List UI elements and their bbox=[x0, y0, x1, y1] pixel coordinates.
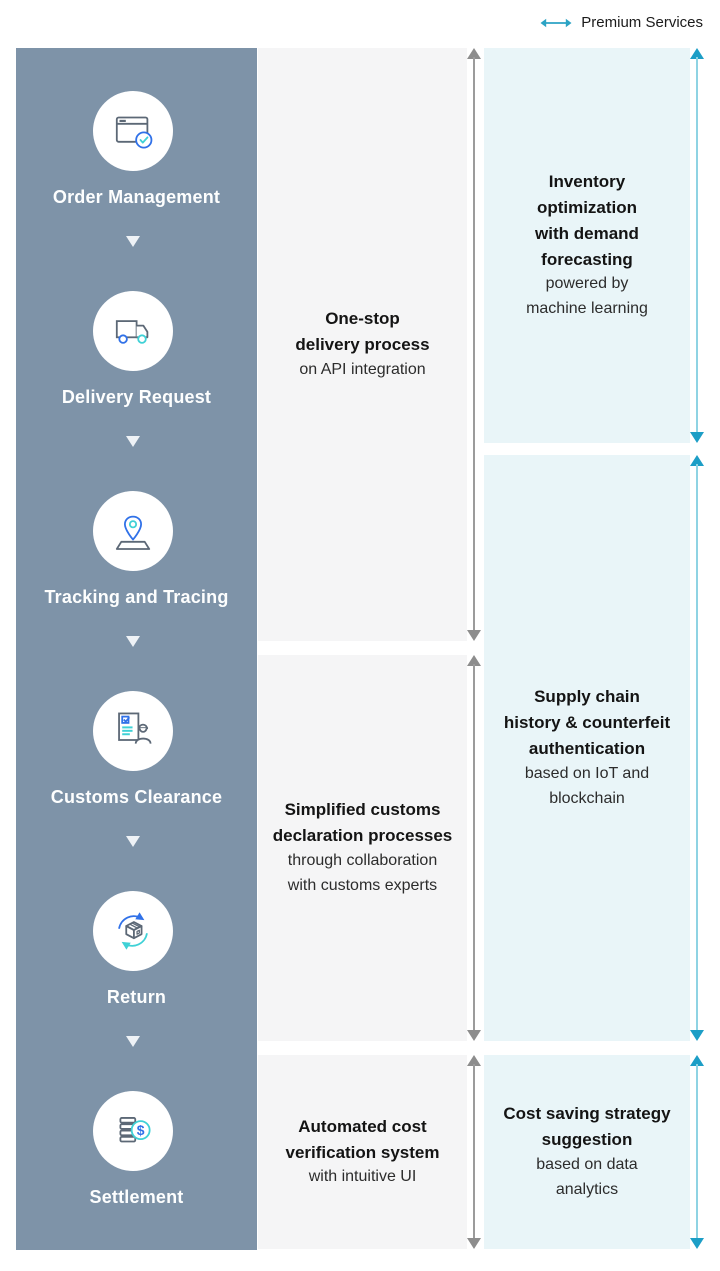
step-label-settlement: Settlement bbox=[89, 1187, 184, 1207]
premium-service-subtitle: based on data analytics bbox=[536, 1156, 638, 1198]
down-triangle-icon bbox=[126, 836, 140, 847]
gray-span-arrow bbox=[467, 655, 481, 1041]
premium-services-legend: Premium Services bbox=[540, 14, 703, 31]
premium-service-subtitle: based on IoT and blockchain bbox=[524, 764, 650, 807]
teal-span-arrow bbox=[690, 1055, 704, 1249]
gray-span-arrow bbox=[467, 1055, 481, 1249]
teal-span-arrow bbox=[690, 455, 704, 1041]
premium-service-subtitle: powered by machine learning bbox=[526, 275, 648, 318]
step-label-return: Return bbox=[106, 987, 167, 1007]
down-triangle-icon bbox=[126, 436, 140, 447]
coin-stack-dollar-icon: $ bbox=[119, 1117, 151, 1143]
order-management-window-check-icon bbox=[115, 116, 153, 149]
down-triangle-icon bbox=[126, 1036, 140, 1047]
gray-span-arrow bbox=[467, 48, 481, 641]
double-headed-horizontal-arrow-icon bbox=[540, 18, 572, 27]
step-label-order-management: Order Management bbox=[52, 187, 221, 207]
process-column: Order Management Delivery Request Tracki… bbox=[16, 48, 257, 1250]
premium-services-legend-label: Premium Services bbox=[581, 14, 703, 31]
down-triangle-icon bbox=[126, 636, 140, 647]
customs-clearance-circle bbox=[93, 691, 173, 771]
order-management-circle bbox=[93, 91, 173, 171]
core-service-subtitle: on API integration bbox=[299, 360, 426, 378]
premium-service-title: Cost saving strategy suggestion bbox=[503, 1104, 671, 1150]
customs-document-officer-icon bbox=[118, 712, 152, 744]
step-label-tracking-tracing: Tracking and Tracing bbox=[44, 587, 229, 607]
step-label-customs-clearance: Customs Clearance bbox=[50, 787, 223, 807]
tracking-tracing-circle bbox=[93, 491, 173, 571]
core-service-panel-cost: Automated cost verification system with … bbox=[258, 1055, 467, 1249]
core-service-subtitle: with intuitive UI bbox=[308, 1168, 417, 1186]
premium-service-title: Supply chain history & counterfeit authe… bbox=[503, 687, 671, 759]
core-service-panel-customs: Simplified customs declaration processes… bbox=[258, 655, 467, 1041]
core-service-panel-delivery: One-stop delivery process on API integra… bbox=[258, 48, 467, 641]
premium-panel-inventory: Inventory optimization with demand forec… bbox=[484, 48, 690, 443]
svg-text:$: $ bbox=[137, 1122, 145, 1138]
core-service-title: Simplified customs declaration processes bbox=[272, 800, 453, 846]
package-return-arrows-icon bbox=[118, 912, 148, 950]
teal-span-arrow bbox=[690, 48, 704, 443]
core-service-title: Automated cost verification system bbox=[285, 1116, 440, 1162]
delivery-truck-icon bbox=[115, 320, 149, 344]
down-triangle-icon bbox=[126, 236, 140, 247]
core-service-title: One-stop delivery process bbox=[295, 309, 430, 355]
core-service-subtitle: through collaboration with customs exper… bbox=[287, 852, 438, 894]
premium-service-title: Inventory optimization with demand forec… bbox=[535, 172, 639, 269]
premium-panel-supply-chain: Supply chain history & counterfeit authe… bbox=[484, 455, 690, 1041]
settlement-circle: $ bbox=[93, 1091, 173, 1171]
step-label-delivery-request: Delivery Request bbox=[61, 387, 212, 407]
delivery-request-circle bbox=[93, 291, 173, 371]
return-circle bbox=[93, 891, 173, 971]
map-pin-tracking-icon bbox=[115, 515, 151, 550]
premium-panel-cost-saving: Cost saving strategy suggestion based on… bbox=[484, 1055, 690, 1249]
